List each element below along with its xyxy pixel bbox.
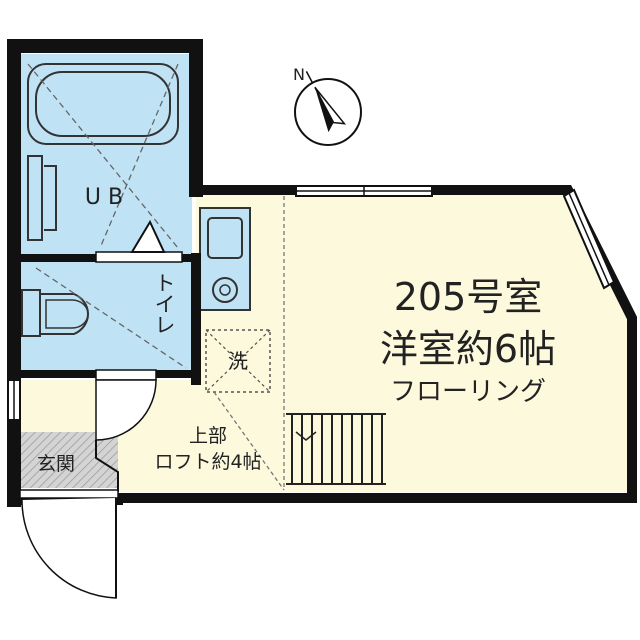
entrance-step: [95, 440, 119, 492]
loft-ladder: [286, 413, 386, 485]
entry-door: [19, 489, 119, 499]
bath-door: [95, 251, 183, 263]
stove-burner-inner: [219, 284, 231, 296]
washer-diagonal-2: [205, 329, 271, 393]
compass: [294, 71, 362, 146]
loft-label-lower: ロフト約4帖: [154, 451, 261, 473]
floor-type: フローリング: [390, 377, 546, 407]
kitchen-sink: [207, 217, 243, 259]
toilet-door: [95, 369, 157, 381]
toilet-tank: [21, 289, 41, 337]
bath-label: U B: [85, 185, 123, 210]
bath-sink: [44, 165, 57, 231]
room-number: 205号室: [394, 275, 543, 319]
bath-diagonal-2: [99, 63, 179, 249]
toilet-diagonal: [35, 267, 187, 369]
washer-label: 洗: [228, 349, 248, 373]
toilet-label: トイレ: [152, 272, 176, 335]
room-type: 洋室約6帖: [380, 327, 556, 371]
washer-space: [205, 329, 271, 393]
toilet-seat: [45, 299, 89, 329]
hallway-floor: [20, 380, 96, 432]
bath-door-arrow: [130, 219, 166, 253]
stove-burner: [212, 277, 238, 303]
loft-diagonal: [213, 391, 285, 491]
entrance-floor: [20, 432, 118, 488]
window-top: [295, 185, 433, 197]
window-right: [562, 188, 616, 290]
bath-vanity: [27, 155, 43, 241]
bathtub: [27, 63, 179, 145]
window-hall: [7, 379, 21, 421]
loft-label-upper: 上部: [189, 425, 227, 447]
toilet-door-swing: [95, 379, 157, 441]
entrance-label: 玄関: [37, 453, 75, 475]
entry-door-swing: [21, 498, 117, 599]
compass-north-label: N: [293, 65, 305, 84]
bathtub-inner: [35, 71, 171, 137]
